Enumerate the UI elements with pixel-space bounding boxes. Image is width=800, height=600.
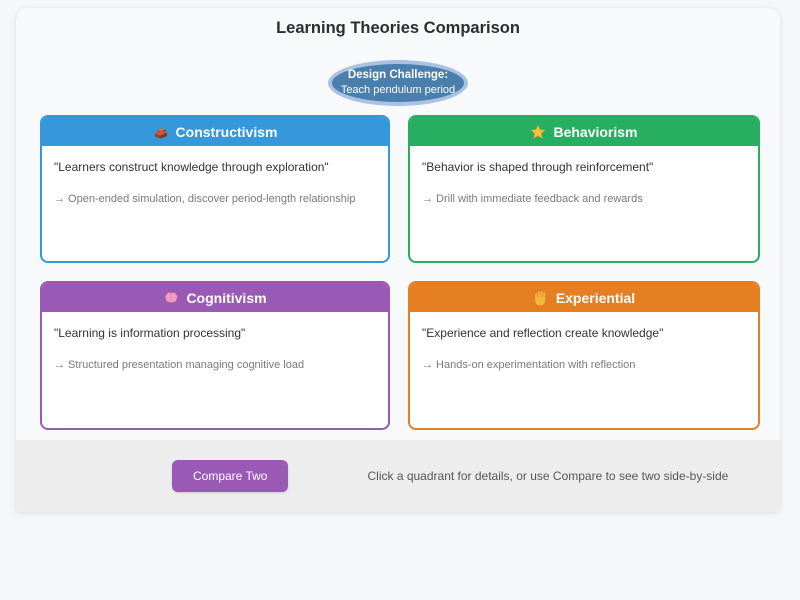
- quadrant-experiential[interactable]: Experiential "Experience and reflection …: [408, 281, 760, 430]
- quadrant-approach: → Structured presentation managing cogni…: [54, 359, 305, 371]
- quadrant-body: "Experience and reflection create knowle…: [410, 312, 758, 371]
- quadrant-behaviorism[interactable]: Behaviorism "Behavior is shaped through …: [408, 115, 760, 263]
- quadrant-body: "Learners construct knowledge through ex…: [42, 146, 388, 205]
- quadrant-cognitivism[interactable]: Cognitivism "Learning is information pro…: [40, 281, 390, 430]
- quadrant-approach: → Drill with immediate feedback and rewa…: [422, 193, 643, 205]
- hand-icon: [533, 290, 549, 306]
- quadrant-quote: "Behavior is shaped through reinforcemen…: [422, 160, 654, 174]
- brain-icon: [163, 290, 179, 306]
- quadrant-title: Behaviorism: [553, 123, 638, 140]
- page-title: Learning Theories Comparison: [276, 19, 520, 37]
- quadrant-title: Constructivism: [175, 123, 278, 140]
- quadrant-body: "Behavior is shaped through reinforcemen…: [410, 146, 758, 205]
- quadrant-header: Constructivism: [42, 117, 388, 146]
- quadrant-quote: "Learning is information processing": [54, 326, 246, 340]
- footer-bar: Compare Two Click a quadrant for details…: [16, 440, 780, 512]
- quadrant-quote: "Experience and reflection create knowle…: [422, 326, 664, 340]
- compare-two-button[interactable]: Compare Two: [172, 460, 289, 492]
- design-challenge-text: Teach pendulum period: [340, 84, 456, 97]
- star-icon: [530, 124, 546, 140]
- quadrant-quote: "Learners construct knowledge through ex…: [54, 160, 329, 174]
- footer-hint-text: Click a quadrant for details, or use Com…: [367, 469, 729, 483]
- quadrant-approach: → Open-ended simulation, discover period…: [54, 193, 356, 205]
- quadrant-approach: → Hands-on experimentation with reflecti…: [422, 359, 636, 371]
- brick-icon: [153, 124, 169, 140]
- quadrant-header: Cognitivism: [42, 283, 388, 312]
- quadrant-title: Cognitivism: [186, 289, 267, 306]
- quadrant-body: "Learning is information processing" → S…: [42, 312, 388, 371]
- design-challenge-badge: Design Challenge: Teach pendulum period: [328, 60, 468, 106]
- design-challenge-label: Design Challenge:: [347, 68, 449, 81]
- quadrant-header: Experiential: [410, 283, 758, 312]
- main-panel: Learning Theories Comparison Design Chal…: [16, 8, 780, 512]
- quadrant-header: Behaviorism: [410, 117, 758, 146]
- quadrant-title: Experiential: [555, 289, 636, 306]
- quadrant-constructivism[interactable]: Constructivism "Learners construct knowl…: [40, 115, 390, 263]
